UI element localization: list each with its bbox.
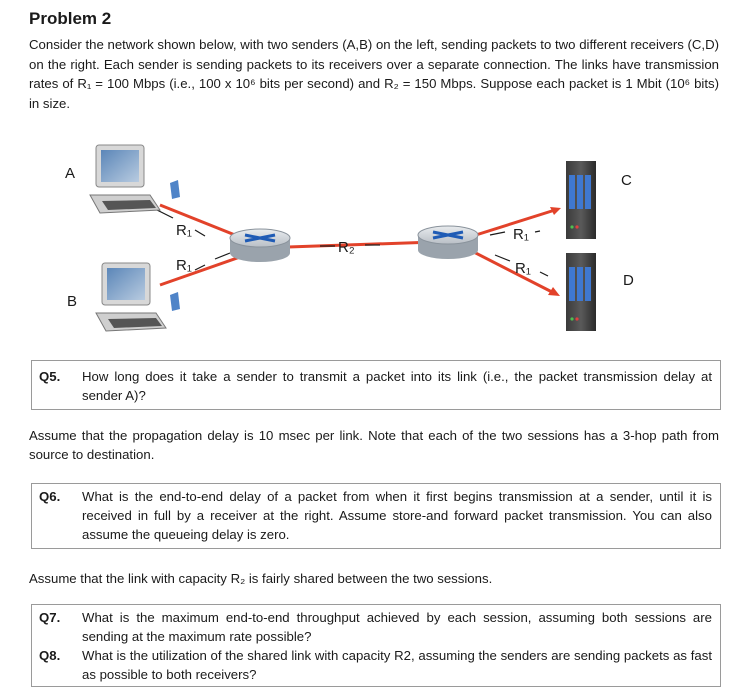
question-text: What is the end-to-end delay of a packet… [82, 489, 712, 542]
assumption-propagation: Assume that the propagation delay is 10 … [29, 428, 719, 462]
problem-intro: Consider the network shown below, with t… [29, 37, 719, 111]
question-number: Q8. [39, 648, 61, 663]
label-node-d: D [623, 272, 634, 289]
question-text: How long does it take a sender to transm… [82, 369, 712, 403]
link-router1-router2 [287, 240, 436, 249]
question-number: Q6. [39, 489, 61, 504]
question-number: Q7. [39, 610, 61, 625]
assumption-fair-share: Assume that the link with capacity R₂ is… [29, 571, 493, 586]
label-node-c: C [621, 172, 632, 189]
question-box-q5: Q5. How long does it take a sender to tr… [31, 360, 721, 410]
network-diagram: A B C D R₁ R₁ R₂ R₁ R₁ [65, 144, 634, 332]
question-text: What is the utilization of the shared li… [82, 648, 712, 682]
arrowhead-c [550, 207, 561, 215]
red-links [159, 203, 556, 294]
router-2 [417, 225, 479, 259]
question-text: What is the maximum end-to-end throughpu… [82, 610, 712, 644]
question-box-q6: Q6. What is the end-to-end delay of a pa… [31, 483, 721, 549]
label-node-b: B [67, 293, 77, 310]
question-number: Q5. [39, 369, 61, 384]
label-r1-c: R₁ [513, 226, 529, 243]
label-r1-d: R₁ [515, 260, 531, 277]
host-b-computer [95, 262, 180, 332]
problem-title: Problem 2 [29, 9, 112, 28]
label-r1-b: R₁ [176, 257, 192, 274]
server-d [566, 253, 596, 331]
router-1 [229, 228, 291, 262]
label-node-a: A [65, 165, 75, 182]
host-a-computer [89, 144, 180, 214]
arrowhead-d [548, 287, 560, 296]
label-r2: R₂ [338, 239, 355, 256]
label-r1-a: R₁ [176, 222, 192, 239]
server-c [566, 161, 596, 239]
question-box-q7-q8: Q7. What is the maximum end-to-end throu… [31, 604, 721, 687]
